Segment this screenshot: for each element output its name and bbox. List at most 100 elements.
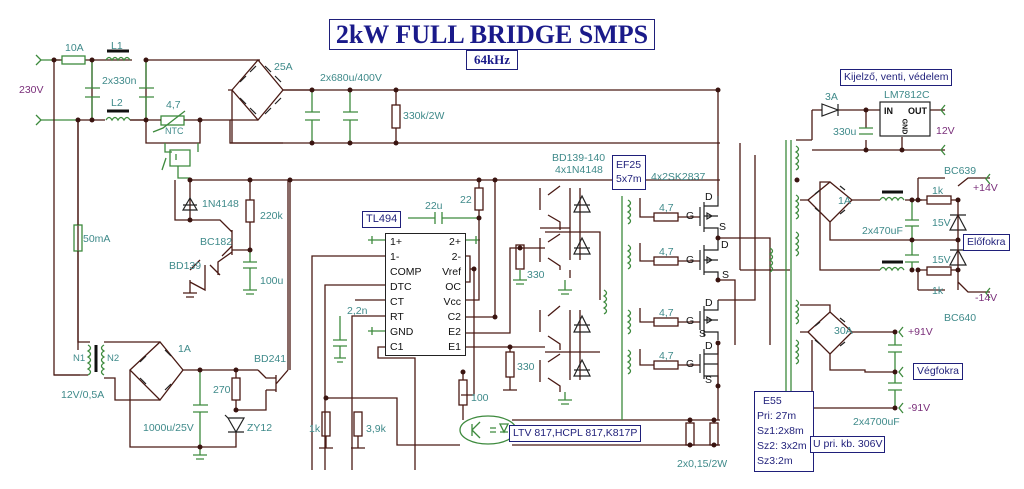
pin-c2: C2 (447, 311, 461, 323)
pin-vref: Vref (442, 266, 461, 278)
schematic-title: 2kW FULL BRIDGE SMPS (329, 19, 655, 50)
gate-pin-2: G (686, 254, 695, 266)
main-bridge-label: 30A (834, 325, 853, 337)
regulator-out-pin: OUT (908, 106, 927, 116)
shunt-label: 2x0,15/2W (677, 458, 728, 470)
main-transformer (768, 140, 800, 400)
preamp-output-label: Előfokra (963, 234, 1010, 251)
aux-transformer-label: 12V/0,5A (61, 389, 105, 401)
drain-pin-4: D (705, 340, 713, 352)
source-pin-2: S (722, 269, 730, 281)
mains-voltage-label: 230V (19, 84, 44, 96)
bulk-caps (305, 90, 401, 143)
pin-vcc: Vcc (443, 296, 461, 308)
resistor-1k-label: 1k (309, 423, 321, 435)
junction-dots (51, 57, 961, 450)
gate-transformer-core: EF25 (616, 159, 642, 171)
neg-91v-label: -91V (908, 402, 931, 414)
pin-2minus: 2- (451, 251, 461, 263)
bc182-label: BC182 (200, 236, 233, 248)
pos-14v-label: +14V (973, 182, 998, 194)
pin-dtc: DTC (390, 281, 412, 293)
gate-resistor-1-label: 4,7 (659, 202, 674, 214)
mains-input-wires (35, 54, 260, 376)
bleeder-label: 330k/2W (403, 110, 445, 122)
bd139-label: BD139 (169, 260, 202, 272)
source-pin-3: S (699, 328, 707, 340)
winding-sz1: Sz1:2x8m (757, 425, 804, 437)
regulator-in-pin: IN (884, 106, 893, 116)
tl494-label: TL494 (362, 211, 402, 228)
resistor-100-label: 100 (471, 392, 489, 404)
gate-transformer-box: EF25 5x7m (612, 155, 646, 191)
frequency-label: 64kHz (466, 50, 518, 70)
pin-1minus: 1- (390, 251, 400, 263)
n1-label: N1 (73, 353, 86, 364)
aux-voltage-label: 12V (936, 125, 955, 137)
winding-sz2: Sz2: 3x2m (757, 440, 807, 452)
gate-resistor-3-label: 4,7 (659, 307, 674, 319)
cap-2n2-label: 2,2n (347, 305, 368, 317)
emi-chokes (105, 49, 131, 122)
gate-pin-3: G (686, 315, 695, 327)
gate-pin-1: G (686, 210, 695, 222)
optocoupler-symbol (459, 415, 720, 446)
drain-pin-1: D (705, 191, 713, 203)
x-caps-label: 2x330n (102, 75, 137, 87)
n2-label: N2 (107, 353, 120, 364)
power-amp-output-label: Végfokra (913, 363, 964, 380)
ntc-relay (145, 110, 283, 179)
source-pin-1: S (719, 221, 727, 233)
gate-transformer-turns: 5x7m (616, 172, 642, 185)
pre-caps-label: 2x470uF (862, 225, 903, 237)
tl494-ic-body: 1+ 1- COMP DTC CT RT GND C1 2+ 2- Vref O… (385, 233, 466, 356)
choke-l1-label: L1 (111, 40, 123, 52)
pin-e2: E2 (448, 326, 461, 338)
drain-pin-3: D (705, 297, 713, 309)
bc639-label: BC639 (944, 165, 977, 177)
diode-1n4148-label: 1N4148 (202, 198, 239, 210)
resistor-330-upper-label: 330 (527, 269, 545, 281)
resistor-22-label: 22 (460, 194, 472, 206)
aux-fuse-label: 50mA (83, 233, 111, 245)
aux-diode-label: 3A (825, 91, 838, 103)
winding-primary: Pri: 27m (757, 410, 797, 422)
pin-1plus: 1+ (390, 236, 402, 248)
resistor-3k9-label: 3,9k (366, 423, 386, 435)
main-caps-label: 2x4700uF (853, 416, 900, 428)
pin-ct: CT (390, 296, 404, 308)
aux-cap-330u-label: 330u (833, 126, 857, 138)
pre-res-upper-label: 1k (932, 185, 944, 197)
pin-c1: C1 (390, 341, 404, 353)
regulator-gnd-pin: GND (900, 118, 908, 135)
aux-output-label: Kijelző, venti, védelem (840, 69, 953, 86)
gate-resistor-2-label: 4,7 (659, 246, 674, 258)
neg-14v-label: -14V (975, 292, 998, 304)
x-capacitors (85, 60, 154, 120)
transformer-core: E55 (763, 395, 782, 407)
drain-pin-2: D (721, 239, 729, 251)
resistor-330-lower-label: 330 (517, 361, 535, 373)
choke-l2-label: L2 (111, 97, 123, 109)
input-bridge (228, 58, 720, 144)
winding-sz3: Sz3:2m (757, 455, 793, 467)
pin-oc: OC (445, 281, 461, 293)
pre-bridge-label: 1A (838, 195, 851, 207)
pin-e1: E1 (448, 341, 461, 353)
cap-22u-label: 22u (425, 200, 443, 212)
pre-res-lower-label: 1k (932, 285, 944, 297)
main-output (800, 304, 904, 414)
regulator-label: LM7812C (884, 89, 930, 101)
driver-transistors (513, 185, 608, 405)
mosfets-label: 4x2SK2837 (651, 171, 706, 183)
bc640-label: BC640 (944, 312, 977, 324)
primary-voltage-note: U pri. kb. 306V (810, 436, 886, 453)
pin-2plus: 2+ (449, 236, 461, 248)
driver-transistors-label: BD139-140 (552, 152, 606, 164)
optocoupler-label: LTV 817,HCPL 817,K817P (509, 425, 642, 442)
pin-comp: COMP (390, 266, 422, 278)
aux-cap-label: 1000u/25V (143, 422, 194, 434)
zener-15v-upper-label: 15V (932, 217, 951, 229)
gate-resistor-4-label: 4,7 (659, 350, 674, 362)
